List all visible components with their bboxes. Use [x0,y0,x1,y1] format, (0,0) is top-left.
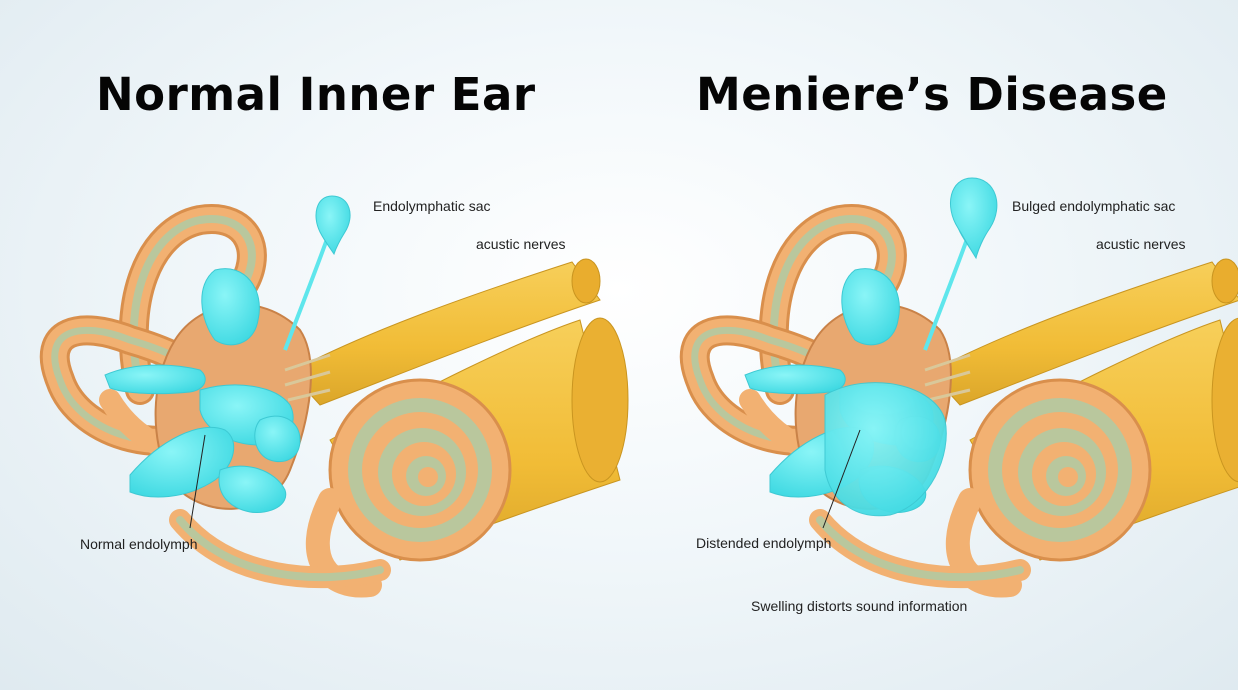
swelling-caption: Swelling distorts sound information [751,598,967,614]
endolymphatic-sac-label: Endolymphatic sac [373,198,491,214]
normal-endolymph-label: Normal endolymph [80,536,198,552]
bulged-endolymphatic-sac-label: Bulged endolymphatic sac [1012,198,1175,214]
normal-inner-ear-drawing [55,196,628,586]
distended-endolymph-label: Distended endolymph [696,535,831,551]
acustic-nerves-label: acustic nerves [476,236,565,252]
right-acustic-nerves-label: acustic nerves [1096,236,1185,252]
